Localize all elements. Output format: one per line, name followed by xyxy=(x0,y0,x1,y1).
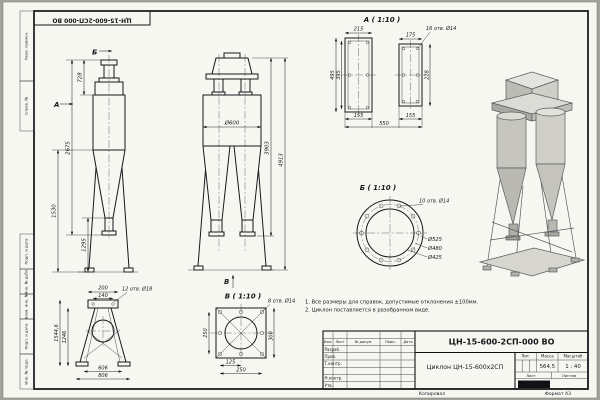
dim-4913: 4913 xyxy=(279,153,285,167)
tb-col-izm: Изм. xyxy=(324,340,332,344)
tb-sheets-label: Листов xyxy=(562,373,577,378)
dim-155b: 155 xyxy=(406,113,416,119)
dim-250-bottom: 250 xyxy=(236,368,246,374)
tb-row-nkontr: Н.контр. xyxy=(325,376,343,381)
dim-1295: 1295 xyxy=(82,238,88,252)
holes-16: 16 отв. Ø14 xyxy=(426,25,456,32)
view-arrow-a: А xyxy=(53,101,59,109)
margin-field-label: Взам. инв. № xyxy=(24,294,29,320)
dim-1544: 1544,6 xyxy=(54,324,60,342)
iso-view xyxy=(478,71,586,277)
dim-395: 395 xyxy=(336,70,342,80)
tb-col-list: Лист xyxy=(335,340,344,344)
section-b-title: Б ( 1:10 ) xyxy=(360,184,396,192)
dim-d525: Ø525 xyxy=(427,236,443,243)
margin-field-label: Инв. № подл. xyxy=(24,358,29,384)
margin-field-label: Справ. № xyxy=(24,97,29,116)
holes-12: 12 отв. Ø18 xyxy=(122,286,152,293)
main-view: Ø600 3903 4913 В xyxy=(188,52,288,288)
margin-field-label: Подп. и дата xyxy=(24,324,29,350)
dim-606: 606 xyxy=(98,366,108,372)
dim-125: 125 xyxy=(226,360,236,366)
tb-row-prov: Пров. xyxy=(325,354,337,359)
dim-250-left: 250 xyxy=(203,328,209,338)
note-line-1: 1. Все размеры для справок, допустимые о… xyxy=(305,300,479,306)
dim-550: 550 xyxy=(379,121,389,127)
margin-field-label: Инв. № дубл. xyxy=(24,269,29,295)
drawing-frame xyxy=(33,10,589,390)
view-arrow-v: В xyxy=(224,278,229,286)
view-v-title: В ( 1:10 ) xyxy=(225,293,261,301)
tb-row-utv: Утв. xyxy=(325,383,333,388)
section-b-view: Б ( 1:10 ) 10 отв. Ø14 Ø525 Ø480 Ø425 xyxy=(353,184,449,270)
tb-col-date: Дата xyxy=(403,340,412,344)
dim-d480: Ø480 xyxy=(427,245,443,252)
dim-215: 215 xyxy=(354,27,364,33)
tb-mass-label: Масса xyxy=(541,354,554,359)
front-view: 728 2675 1530 1295 Б А xyxy=(52,49,138,273)
dim-d425: Ø425 xyxy=(427,254,443,261)
dim-155a: 155 xyxy=(354,113,364,119)
view-arrow-b: Б xyxy=(92,49,97,57)
tb-col-sign: Подп. xyxy=(385,340,396,344)
tb-scale-value: 1 : 40 xyxy=(565,364,581,370)
dim-3903: 3903 xyxy=(265,141,271,155)
format-caption: Формат А3 xyxy=(545,391,571,397)
dim-228: 228 xyxy=(425,70,431,80)
dim-300-right: 300 xyxy=(269,331,275,341)
dim-175: 175 xyxy=(406,33,416,39)
tb-product-name: Циклон ЦН-15-600х2СП xyxy=(427,364,504,371)
tb-scale-label: Масштаб xyxy=(563,354,583,359)
dim-200: 200 xyxy=(98,286,108,292)
dim-d600: Ø600 xyxy=(224,120,240,127)
title-block: Изм. Лист № докум. Подп. Дата Разраб. Пр… xyxy=(322,330,589,390)
view-v: В ( 1:10 ) 8 отв. Ø14 250 300 125 250 xyxy=(203,293,295,375)
tb-row-tkontr: Т.контр. xyxy=(324,361,342,366)
company-logo-text: KVZR xyxy=(525,382,543,388)
tb-mass-value: 564,5 xyxy=(540,364,555,370)
note-line-2: 2. Циклон поставляется в разобранном вид… xyxy=(305,308,430,314)
tb-row-razrab: Разраб. xyxy=(325,347,341,352)
corner-stamp-text: ЦН-15-600-2СП-000 ВО xyxy=(52,17,131,24)
dim-140: 140 xyxy=(98,293,108,299)
dim-728: 728 xyxy=(78,72,84,83)
holes-10: 10 отв. Ø14 xyxy=(419,198,449,205)
tb-lit-label: Лит. xyxy=(521,354,530,359)
dim-1246: 1246 xyxy=(62,331,68,344)
dim-1530: 1530 xyxy=(52,204,58,218)
tb-col-doc: № докум. xyxy=(355,340,373,344)
section-a-title: А ( 1:10 ) xyxy=(363,16,401,24)
dim-495: 495 xyxy=(330,70,336,80)
company-logo xyxy=(518,380,550,388)
margin-field-label: Подп. и дата xyxy=(24,239,29,265)
copied-caption: Копировал xyxy=(419,391,445,397)
tb-designation: ЦН-15-600-2СП-000 ВО xyxy=(449,338,555,347)
dim-806: 806 xyxy=(98,373,108,379)
section-a-view: А ( 1:10 ) 215 175 16 отв. Ø14 495 395 2… xyxy=(330,16,456,129)
support-view: 200 140 12 отв. Ø18 1544,6 1246 606 806 xyxy=(54,286,152,381)
tb-sheet-label: Лист xyxy=(526,373,536,378)
holes-8: 8 отв. Ø14 xyxy=(268,298,295,305)
margin-field-label: Перв. примен. xyxy=(24,32,29,61)
dim-2675: 2675 xyxy=(66,141,72,155)
corner-stamp: ЦН-15-600-2СП-000 ВО xyxy=(33,10,151,26)
notes: 1. Все размеры для справок, допустимые о… xyxy=(305,300,479,314)
margin-fields: Перв. примен. Справ. № Подп. и дата Инв.… xyxy=(19,10,35,390)
